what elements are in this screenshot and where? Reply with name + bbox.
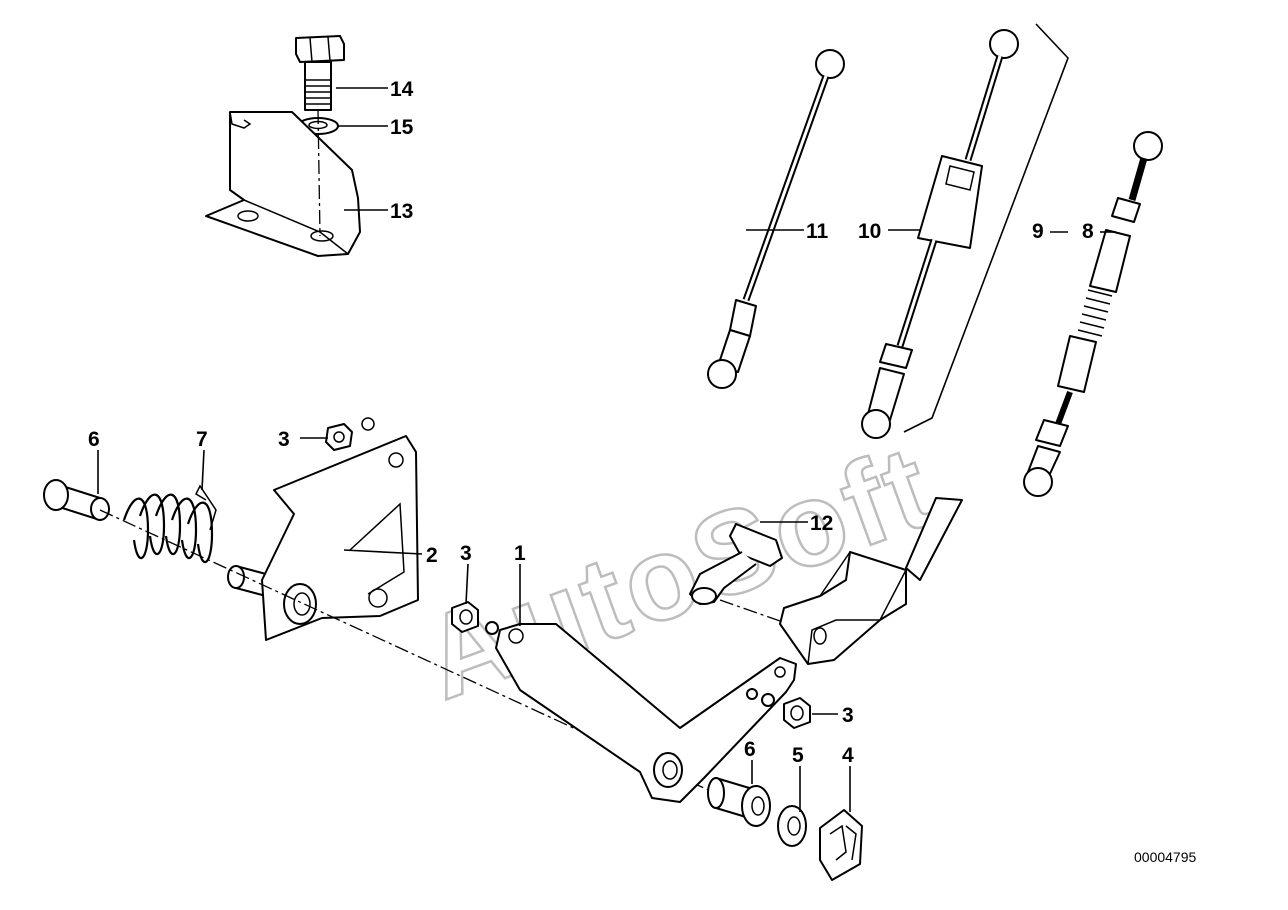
bushing-part-6-right (707, 777, 771, 827)
callout-11: 11 (806, 220, 829, 243)
callout-8: 8 (1082, 220, 1094, 243)
nut-part-3-top (325, 423, 353, 451)
rod-part-10 (861, 29, 1019, 439)
washer-part-5 (777, 805, 807, 847)
plate-part-2 (261, 417, 419, 641)
bushing-part-6-left (43, 479, 110, 521)
rod-part-11 (707, 49, 845, 389)
callout-10: 10 (858, 220, 881, 243)
spring-part-7 (122, 484, 217, 564)
pin-part-12 (689, 523, 783, 605)
bolt-part-14 (295, 35, 345, 111)
callout-2: 2 (426, 544, 438, 567)
callout-3-middle: 3 (460, 542, 472, 565)
callout-5: 5 (792, 744, 804, 767)
reference-number: 00004795 (1134, 849, 1197, 865)
leader-lines (97, 87, 1116, 812)
fork-linkage (779, 497, 963, 665)
callout-13: 13 (390, 200, 413, 223)
callout-14: 14 (390, 78, 414, 101)
lever-part-1 (495, 623, 797, 803)
callout-6-right: 6 (744, 738, 756, 761)
callout-3-right: 3 (842, 704, 854, 727)
callout-1: 1 (514, 542, 526, 565)
callout-7: 7 (196, 428, 208, 451)
callout-15: 15 (390, 116, 414, 139)
nut-part-3-middle (451, 601, 499, 635)
callouts: 14 15 13 11 10 9 8 6 7 3 2 3 1 12 3 6 5 … (88, 78, 1197, 865)
callout-4: 4 (842, 744, 854, 767)
callout-12: 12 (810, 512, 833, 535)
bracket-part-13 (205, 109, 361, 257)
clip-part-4 (819, 809, 863, 881)
pivot-pin (227, 565, 267, 597)
nut-part-3-right (746, 688, 811, 729)
rod-part-8 (1023, 131, 1163, 497)
callout-6-left: 6 (88, 428, 100, 451)
group-bracket-part-9 (903, 23, 1069, 433)
callout-3-top: 3 (278, 428, 290, 451)
callout-9: 9 (1032, 220, 1044, 243)
